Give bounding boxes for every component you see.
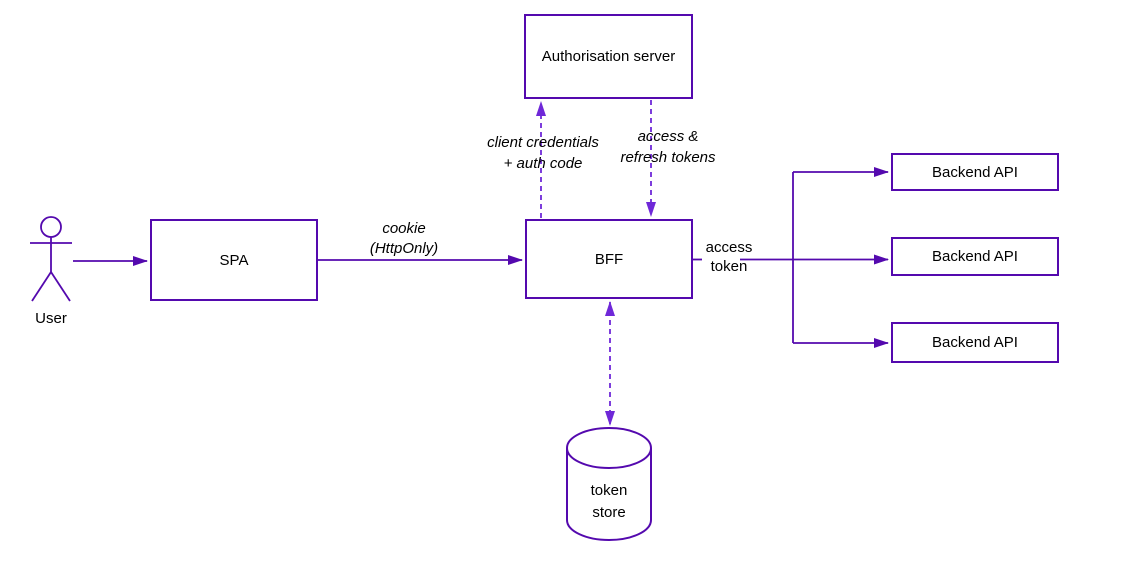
edge-label-client-credentials: client credentials + auth code	[462, 132, 624, 174]
node-bff: BFF	[525, 219, 693, 299]
edge-label-access-token: access token	[700, 238, 758, 276]
user-actor-icon	[30, 216, 72, 302]
edge-label-token-response: access & refresh tokens	[598, 126, 738, 168]
node-spa: SPA	[150, 219, 318, 301]
edge-label-cookie-line1: cookie	[382, 220, 426, 237]
node-spa-label: SPA	[219, 251, 249, 269]
token-store-label-line1: token	[590, 482, 628, 499]
user-label: User	[35, 310, 67, 327]
node-backend-api-1: Backend API	[891, 153, 1059, 191]
edge-label-token-response-line2: refresh tokens	[620, 149, 716, 166]
edge-label-access-token-line2: token	[710, 258, 748, 275]
token-store-label: token store	[574, 480, 644, 524]
token-store-cylinder	[566, 427, 652, 541]
edge-label-access-token-line1: access	[705, 239, 753, 256]
edge-label-token-response-line1: access &	[637, 128, 699, 145]
node-backend-api-2-label: Backend API	[932, 248, 1018, 265]
node-backend-api-2: Backend API	[891, 237, 1059, 276]
node-bff-label: BFF	[594, 250, 624, 268]
node-authorisation-server: Authorisation server	[524, 14, 693, 99]
arrow-bff-to-backends	[693, 167, 889, 348]
edge-label-cookie-line2: (HttpOnly)	[369, 240, 439, 257]
edge-label-client-credentials-line2: + auth code	[503, 155, 583, 172]
edge-label-cookie: cookie (HttpOnly)	[343, 219, 465, 259]
node-backend-api-1-label: Backend API	[932, 163, 1018, 181]
node-authorisation-server-label: Authorisation server	[541, 48, 676, 65]
node-backend-api-3: Backend API	[891, 322, 1059, 363]
edge-label-client-credentials-line1: client credentials	[487, 134, 599, 151]
node-backend-api-3-label: Backend API	[932, 334, 1018, 351]
token-store-label-line2: store	[592, 504, 626, 521]
